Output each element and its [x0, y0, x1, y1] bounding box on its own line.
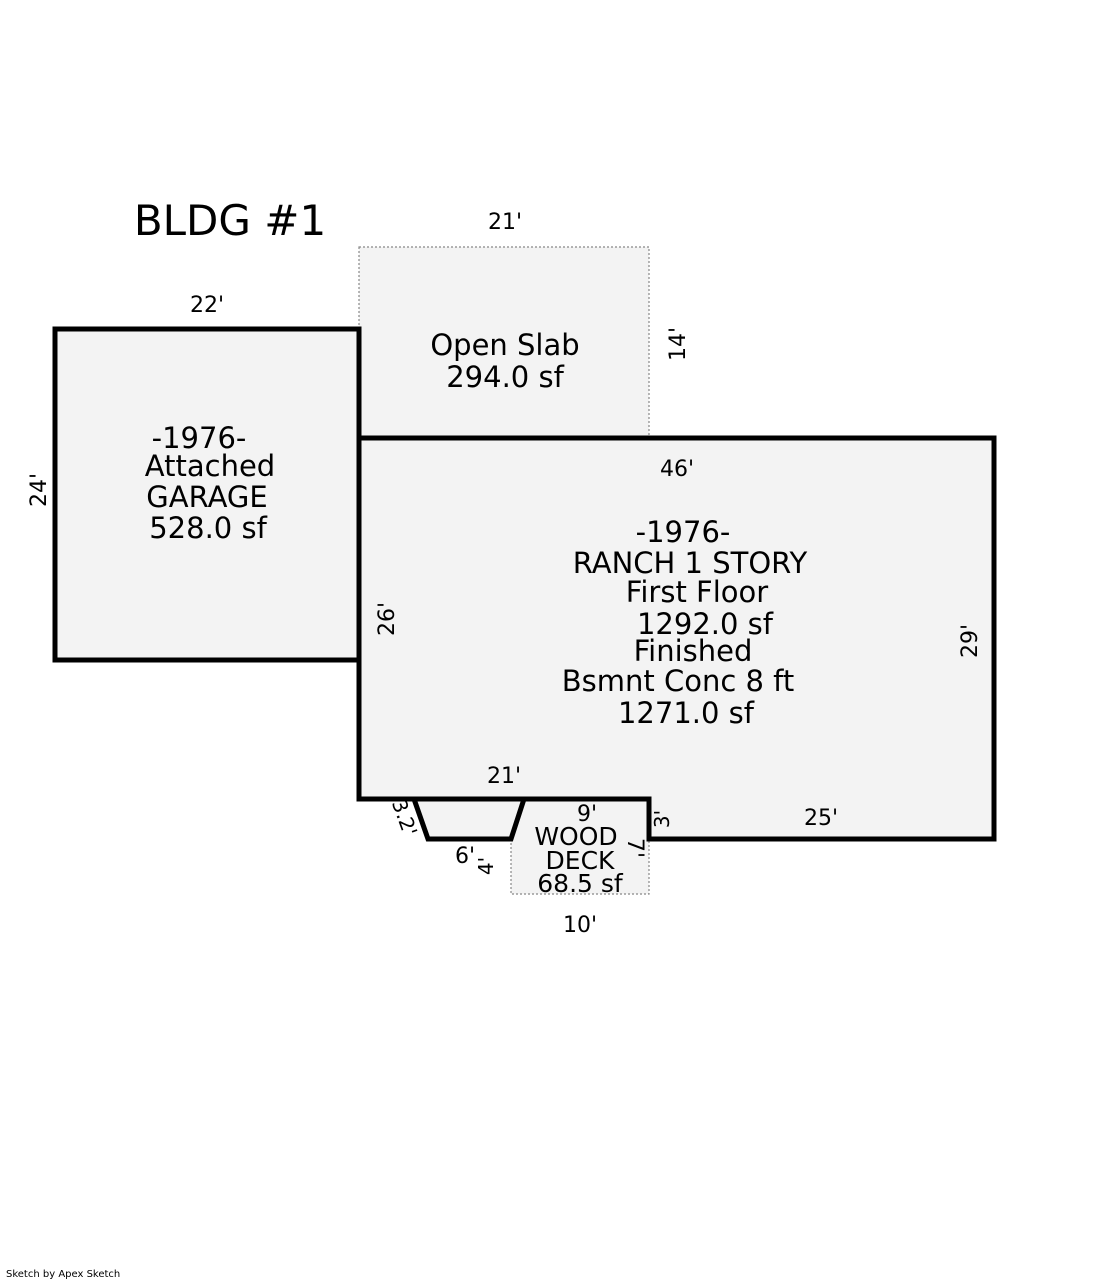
deck-dim-right: 7' — [622, 838, 647, 858]
main-house-area — [356, 435, 997, 842]
garage-year: -1976- — [152, 421, 247, 455]
garage-dim-top: 22' — [190, 293, 224, 318]
main-dim-bottom-left: 21' — [487, 764, 521, 789]
main-dim-left: 26' — [375, 602, 400, 636]
main-dim-right: 29' — [958, 624, 983, 658]
deck-label-2: DECK — [546, 846, 616, 875]
deck-area-value: 68.5 sf — [537, 869, 624, 898]
open-slab-dim-right: 14' — [666, 327, 691, 361]
building-title: BLDG #1 — [134, 196, 326, 245]
open-slab-area-value: 294.0 sf — [446, 360, 564, 394]
main-label-finished: Finished — [634, 634, 753, 668]
stoop-dim-bottom: 6' — [455, 844, 475, 869]
stoop-dim-side: 4' — [474, 857, 498, 875]
open-slab-dim-top: 21' — [488, 210, 522, 235]
deck-dim-top: 9' — [577, 802, 597, 827]
garage-label-1: Attached — [145, 449, 275, 483]
main-basement-area: 1271.0 sf — [618, 696, 755, 730]
deck-dim-bottom: 10' — [563, 913, 597, 938]
deck-label-1: WOOD — [534, 822, 617, 851]
garage-area-value: 528.0 sf — [149, 511, 267, 545]
main-dim-notch: 3' — [650, 810, 674, 828]
footer-credit: Sketch by Apex Sketch — [6, 1269, 121, 1280]
main-label-basement: Bsmnt Conc 8 ft — [562, 664, 795, 698]
main-label-floor: First Floor — [626, 575, 768, 609]
open-slab-area — [358, 246, 650, 439]
open-slab-label: Open Slab — [430, 328, 579, 362]
main-dim-bottom-right: 25' — [804, 806, 838, 831]
garage-dim-left: 24' — [27, 473, 52, 507]
garage-area — [52, 326, 362, 663]
main-dim-top: 46' — [660, 457, 694, 482]
main-label-style: RANCH 1 STORY — [573, 546, 808, 580]
wood-deck-area — [510, 798, 650, 895]
main-first-floor-area: 1292.0 sf — [637, 607, 774, 641]
garage-label-2: GARAGE — [146, 480, 267, 514]
stoop-area — [410, 796, 528, 842]
main-year: -1976- — [636, 515, 731, 549]
